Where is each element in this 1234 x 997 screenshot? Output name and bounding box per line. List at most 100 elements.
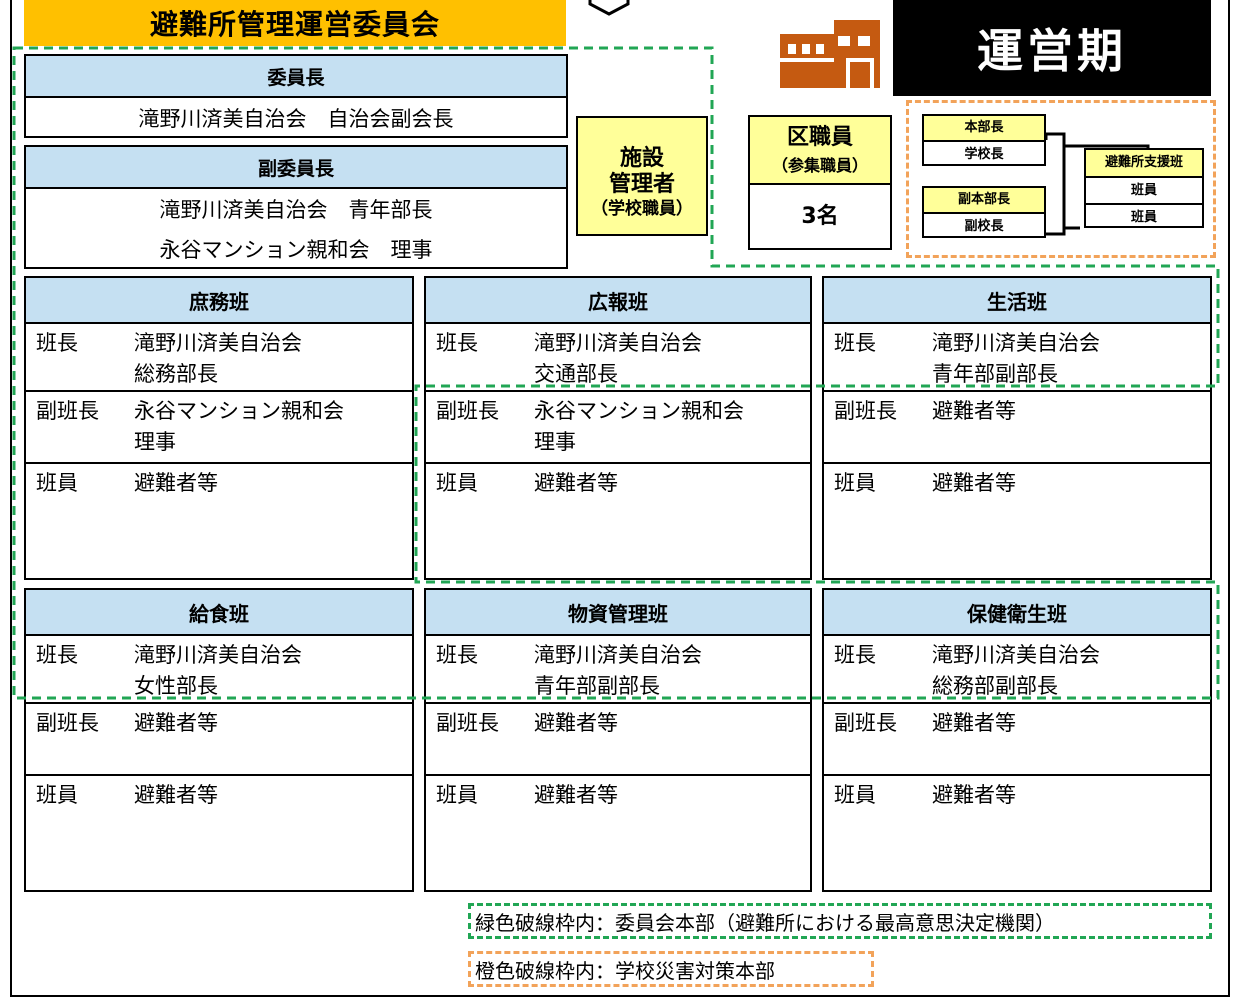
chair-member: 滝野川済美自治会 自治会副会長 xyxy=(138,107,454,131)
notch-marker xyxy=(588,0,630,16)
leader-post: 交通部長 xyxy=(534,362,618,386)
member-role: 班員 xyxy=(36,471,78,495)
facility-manager-line1: 施設 xyxy=(619,146,664,171)
leader-name: 滝野川済美自治会 xyxy=(134,643,302,667)
member-row: 班員 避難者等 xyxy=(824,464,1210,582)
leader-row: 班長 滝野川済美自治会総務部長 xyxy=(26,324,412,392)
section-title: 保健衛生班 xyxy=(824,590,1210,636)
vice-name: 避難者等 xyxy=(932,711,1016,735)
section-title: 給食班 xyxy=(26,590,412,636)
leader-role: 班長 xyxy=(834,643,876,667)
leader-post: 総務部長 xyxy=(134,362,218,386)
section-title: 物資管理班 xyxy=(426,590,810,636)
member-name: 避難者等 xyxy=(134,783,218,807)
support-team-title: 避難所支援班 xyxy=(1086,150,1202,178)
member-row: 班員 避難者等 xyxy=(26,464,412,582)
section-card: 生活班 班長 滝野川済美自治会青年部副部長 副班長 避難者等 班員 避難者等 xyxy=(822,276,1212,580)
ward-staff-box: 区職員 （参集職員） 3名 xyxy=(748,115,892,250)
vice-name: 避難者等 xyxy=(932,399,1016,423)
vice-chair-title: 副委員長 xyxy=(26,147,566,189)
member-name: 避難者等 xyxy=(534,471,618,495)
leader-row: 班長 滝野川済美自治会女性部長 xyxy=(26,636,412,704)
vice-role: 副班長 xyxy=(436,399,499,423)
vice-name: 避難者等 xyxy=(134,711,218,735)
vice-row: 副班長 永谷マンション親和会理事 xyxy=(426,392,810,464)
section-card: 給食班 班長 滝野川済美自治会女性部長 副班長 避難者等 班員 避難者等 xyxy=(24,588,414,892)
section-title: 広報班 xyxy=(426,278,810,324)
member-name: 避難者等 xyxy=(534,783,618,807)
vice-row: 副班長 避難者等 xyxy=(824,704,1210,776)
vice-chair-member: 滝野川済美自治会 青年部長 xyxy=(159,198,433,222)
ward-staff-subtitle: （参集職員） xyxy=(771,156,868,175)
building-icon xyxy=(780,20,880,88)
section-title: 庶務班 xyxy=(26,278,412,324)
vice-row: 副班長 避難者等 xyxy=(426,704,810,776)
facility-manager-line3: （学校職員） xyxy=(591,199,693,219)
leader-name: 滝野川済美自治会 xyxy=(932,331,1100,355)
section-title: 生活班 xyxy=(824,278,1210,324)
leader-role: 班長 xyxy=(36,331,78,355)
vice-row: 副班長 避難者等 xyxy=(824,392,1210,464)
vice-role: 副班長 xyxy=(36,399,99,423)
phase-label: 運営期 xyxy=(893,0,1211,96)
member-role: 班員 xyxy=(436,471,478,495)
member-role: 班員 xyxy=(436,783,478,807)
section-card: 物資管理班 班長 滝野川済美自治会青年部副部長 副班長 避難者等 班員 避難者等 xyxy=(424,588,812,892)
leader-post: 青年部副部長 xyxy=(534,674,660,698)
support-member: 班員 xyxy=(1130,210,1157,225)
vice-name: 永谷マンション親和会 xyxy=(134,399,344,423)
vice-role: 副班長 xyxy=(36,711,99,735)
vice-chair-box: 副委員長 滝野川済美自治会 青年部長 永谷マンション親和会 理事 xyxy=(24,145,568,269)
leader-post: 総務部副部長 xyxy=(932,674,1058,698)
member-name: 避難者等 xyxy=(134,471,218,495)
support-team-box: 避難所支援班 班員 班員 xyxy=(1084,148,1204,228)
ward-staff-title: 区職員 xyxy=(786,125,853,150)
leader-row: 班長 滝野川済美自治会交通部長 xyxy=(426,324,810,392)
member-role: 班員 xyxy=(834,783,876,807)
leader-role: 班長 xyxy=(834,331,876,355)
member-role: 班員 xyxy=(834,471,876,495)
hq-chief-member: 学校長 xyxy=(964,147,1004,162)
leader-name: 滝野川済美自治会 xyxy=(534,643,702,667)
member-row: 班員 避難者等 xyxy=(426,464,810,582)
leader-role: 班長 xyxy=(36,643,78,667)
vice-row: 副班長 避難者等 xyxy=(26,704,412,776)
hq-vice-chief-title: 副本部長 xyxy=(924,188,1044,214)
member-name: 避難者等 xyxy=(932,471,1016,495)
ward-staff-count: 3名 xyxy=(801,204,839,229)
leader-row: 班長 滝野川済美自治会青年部副部長 xyxy=(426,636,810,704)
legend-green: 緑色破線枠内：委員会本部（避難所における最高意思決定機関） xyxy=(468,903,1212,939)
hq-chief-box: 本部長 学校長 xyxy=(922,114,1046,166)
facility-manager-line2: 管理者 xyxy=(608,172,675,197)
vice-role: 副班長 xyxy=(436,711,499,735)
leader-role: 班長 xyxy=(436,331,478,355)
leader-name: 滝野川済美自治会 xyxy=(534,331,702,355)
committee-title: 避難所管理運営委員会 xyxy=(24,0,566,46)
leader-post: 青年部副部長 xyxy=(932,362,1058,386)
chair-box: 委員長 滝野川済美自治会 自治会副会長 xyxy=(24,54,568,138)
vice-role: 副班長 xyxy=(834,711,897,735)
vice-post: 理事 xyxy=(534,430,576,454)
facility-manager-box: 施設 管理者 （学校職員） xyxy=(576,116,708,236)
chair-title: 委員長 xyxy=(26,56,566,98)
vice-role: 副班長 xyxy=(834,399,897,423)
vice-name: 避難者等 xyxy=(534,711,618,735)
member-row: 班員 避難者等 xyxy=(824,776,1210,894)
section-card: 広報班 班長 滝野川済美自治会交通部長 副班長 永谷マンション親和会理事 班員 … xyxy=(424,276,812,580)
support-member: 班員 xyxy=(1086,178,1202,205)
member-row: 班員 避難者等 xyxy=(26,776,412,894)
leader-name: 滝野川済美自治会 xyxy=(134,331,302,355)
member-row: 班員 避難者等 xyxy=(426,776,810,894)
section-card: 保健衛生班 班長 滝野川済美自治会総務部副部長 副班長 避難者等 班員 避難者等 xyxy=(822,588,1212,892)
leader-post: 女性部長 xyxy=(134,674,218,698)
vice-post: 理事 xyxy=(134,430,176,454)
leader-row: 班長 滝野川済美自治会青年部副部長 xyxy=(824,324,1210,392)
vice-row: 副班長 永谷マンション親和会理事 xyxy=(26,392,412,464)
vice-name: 永谷マンション親和会 xyxy=(534,399,744,423)
legend-orange: 橙色破線枠内：学校災害対策本部 xyxy=(468,951,874,987)
member-role: 班員 xyxy=(36,783,78,807)
hq-vice-chief-box: 副本部長 副校長 xyxy=(922,186,1046,238)
hq-chief-title: 本部長 xyxy=(924,116,1044,142)
vice-chair-member: 永谷マンション親和会 理事 xyxy=(159,238,433,262)
member-name: 避難者等 xyxy=(932,783,1016,807)
